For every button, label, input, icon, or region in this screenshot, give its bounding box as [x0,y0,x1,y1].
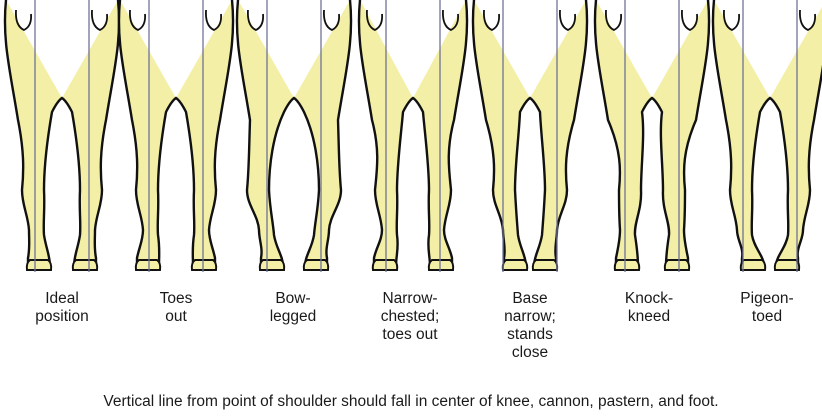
toes-out-right-hoof [192,260,216,270]
toes-out-left-hoof [136,260,160,270]
horse-figure-toes-out [119,0,233,272]
narrow-chested-right-hoof [429,260,453,270]
base-narrow-right-hoof [533,260,557,270]
label-knock-kneed: Knock-kneed [594,290,704,326]
ideal-left-leg [5,0,62,266]
knock-kneed-right-hoof [665,260,689,270]
horse-figure-bow-legged [237,0,351,272]
base-narrow-right-shoulder-mark [560,10,575,30]
toes-out-right-leg [176,0,233,266]
horse-figure-ideal [5,0,119,272]
knock-kneed-left-hoof [615,260,639,270]
ideal-right-leg [62,0,119,266]
toes-out-right-shoulder-mark [206,10,221,30]
ideal-right-hoof [73,260,97,270]
pigeon-toed-left-leg [713,0,770,266]
ideal-left-hoof [27,260,51,270]
pigeon-toed-right-hoof [775,260,799,270]
narrow-chested-left-hoof [373,260,397,270]
pigeon-toed-right-shoulder-mark [800,10,815,30]
figure-caption: Vertical line from point of shoulder sho… [0,393,822,411]
knock-kneed-right-shoulder-mark [682,10,697,30]
toes-out-left-leg [119,0,176,266]
label-narrow-chested-toes-out: Narrow-chested;toes out [355,290,465,344]
bow-legged-right-shoulder-mark [324,10,339,30]
label-pigeon-toed: Pigeon-toed [712,290,822,326]
bow-legged-left-hoof [260,260,284,270]
pigeon-toed-left-hoof [741,260,765,270]
base-narrow-left-hoof [503,260,527,270]
horse-figure-narrow-chested [359,0,467,272]
bow-legged-left-leg [237,0,294,266]
bow-legged-right-leg [294,0,351,266]
ideal-right-shoulder-mark [92,10,107,30]
label-bow-legged: Bow-legged [238,290,348,326]
knock-kneed-right-leg [652,0,709,266]
base-narrow-left-leg [473,0,530,266]
bow-legged-right-hoof [304,260,328,270]
pigeon-toed-right-leg [770,0,822,266]
base-narrow-right-leg [530,0,587,266]
knock-kneed-left-leg [595,0,652,266]
horse-figure-pigeon-toed [713,0,822,272]
horse-figure-base-narrow [473,0,587,272]
horse-figure-knock-kneed [595,0,709,272]
